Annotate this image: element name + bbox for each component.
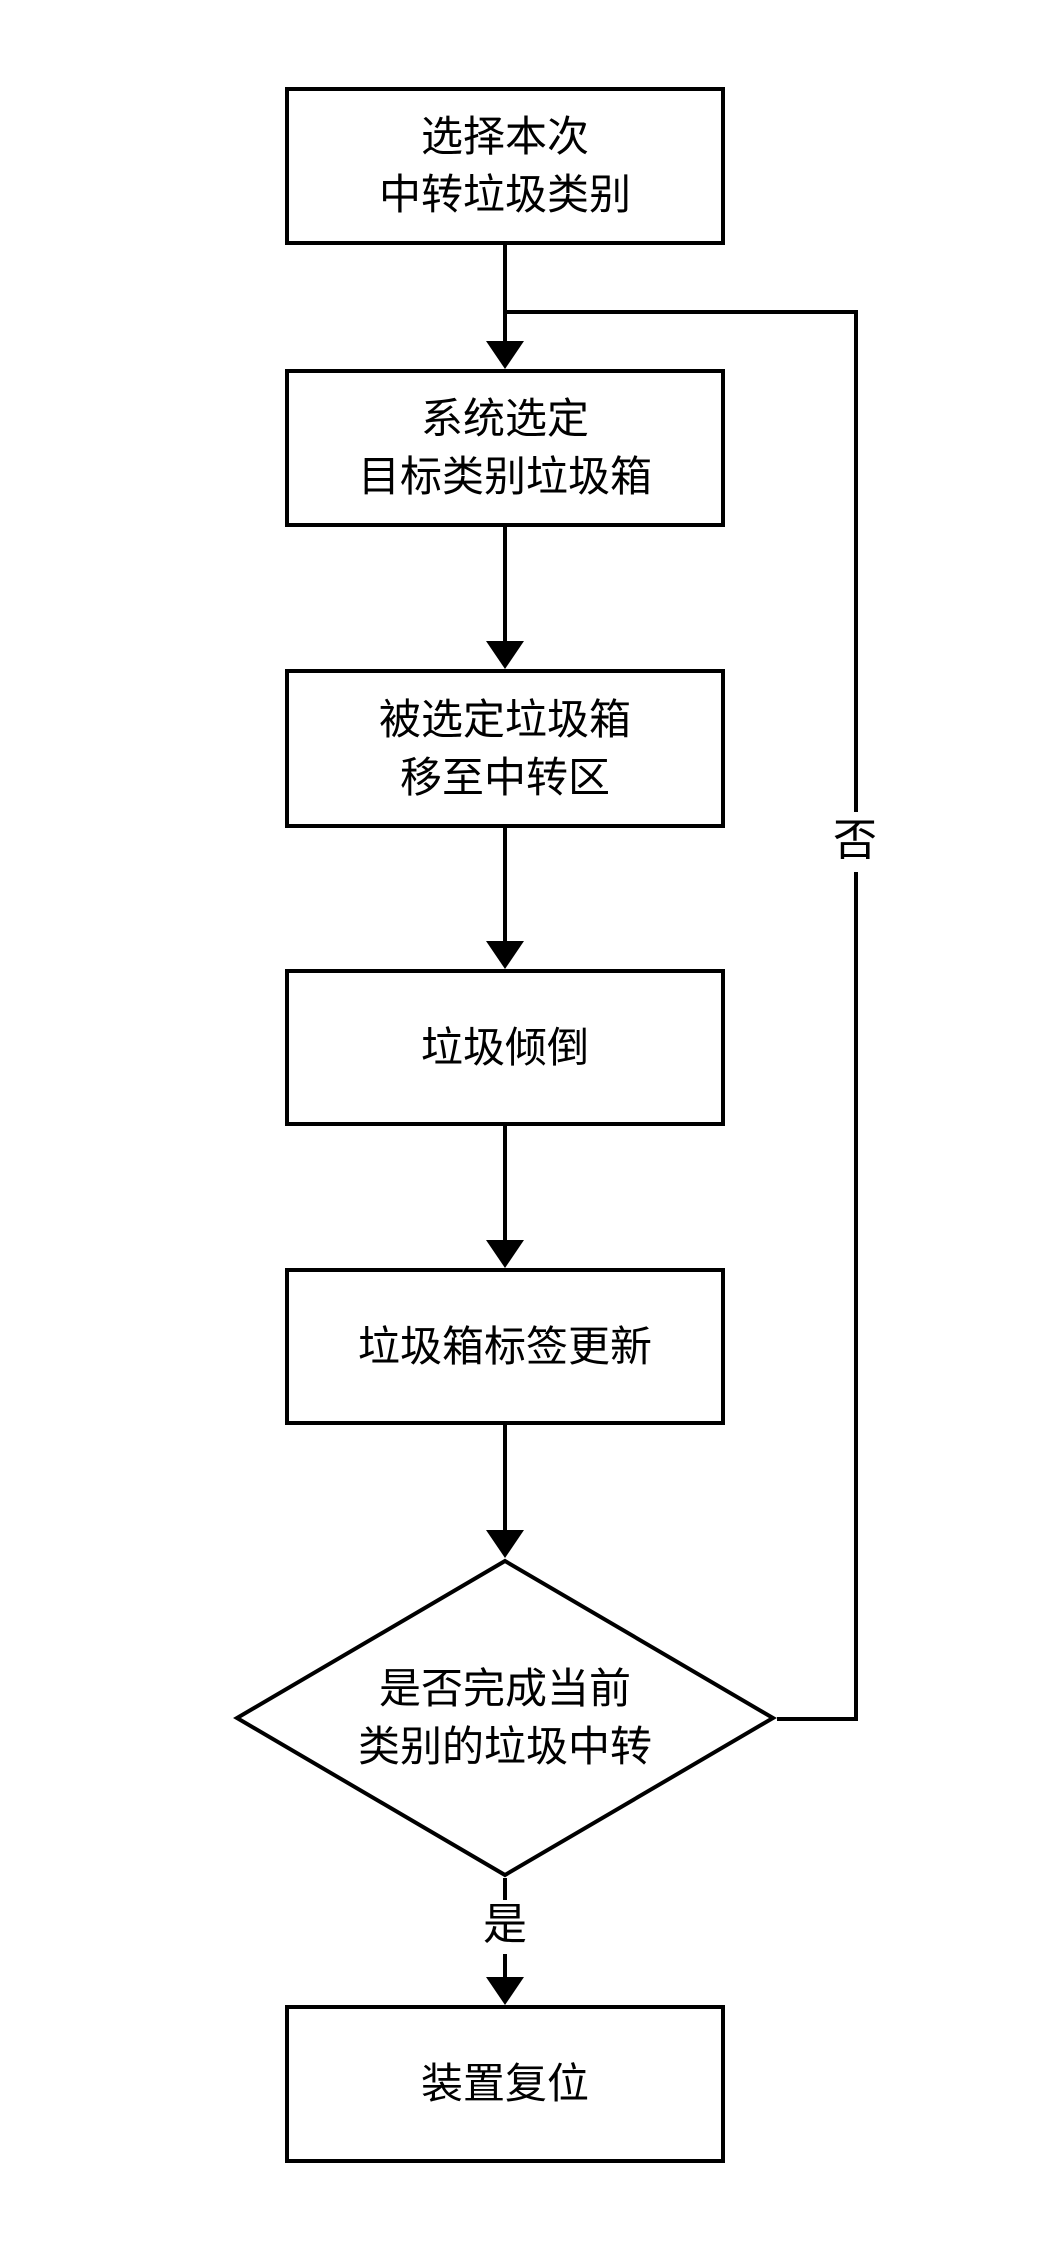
feedback-line-bottom xyxy=(777,1717,858,1721)
connector-line xyxy=(503,828,507,943)
feedback-line-right-lower xyxy=(854,872,858,1721)
node-text-line: 选择本次 xyxy=(420,113,589,160)
arrow-down-icon xyxy=(486,1530,524,1558)
arrow-down-icon xyxy=(486,341,524,369)
diamond-shape xyxy=(233,1558,777,1878)
connector-line xyxy=(503,1954,507,1979)
decision-text: 是否完成当前 类别的垃圾中转 xyxy=(233,1558,777,1878)
node-text-line: 装置复位 xyxy=(420,2060,589,2107)
feedback-line-right-upper xyxy=(854,310,858,812)
node-text-line: 系统选定 xyxy=(420,395,589,442)
node-text-line: 是否完成当前 xyxy=(378,1665,631,1712)
node-text-line: 目标类别垃圾箱 xyxy=(357,453,652,500)
node-decision-complete: 是否完成当前 类别的垃圾中转 xyxy=(233,1558,777,1878)
arrow-down-icon xyxy=(486,941,524,969)
node-text-line: 被选定垃圾箱 xyxy=(378,695,631,743)
node-text-line: 垃圾箱标签更新 xyxy=(357,1322,652,1370)
arrow-down-icon xyxy=(486,1977,524,2005)
node-text-line: 垃圾倾倒 xyxy=(420,1023,589,1071)
connector-line xyxy=(503,1878,507,1900)
connector-line xyxy=(503,1425,507,1532)
connector-line xyxy=(503,1126,507,1242)
arrow-down-icon xyxy=(486,1240,524,1268)
connector-line xyxy=(503,527,507,643)
node-text-line: 中转垃圾类别 xyxy=(378,171,631,218)
connector-line xyxy=(503,245,507,345)
arrow-down-icon xyxy=(486,641,524,669)
node-device-reset: 装置复位 xyxy=(285,2005,725,2163)
node-dump-garbage: 垃圾倾倒 xyxy=(285,969,725,1126)
node-assign-bin: 系统选定 目标类别垃圾箱 xyxy=(285,369,725,527)
edge-label-yes: 是 xyxy=(460,1900,550,1950)
node-text-line: 类别的垃圾中转 xyxy=(357,1723,652,1770)
node-move-to-transfer: 被选定垃圾箱 移至中转区 xyxy=(285,669,725,828)
edge-label-no: 否 xyxy=(810,816,900,866)
node-select-category: 选择本次 中转垃圾类别 xyxy=(285,87,725,245)
node-update-label: 垃圾箱标签更新 xyxy=(285,1268,725,1425)
feedback-line-top xyxy=(505,310,858,314)
node-text-line: 移至中转区 xyxy=(399,753,610,801)
